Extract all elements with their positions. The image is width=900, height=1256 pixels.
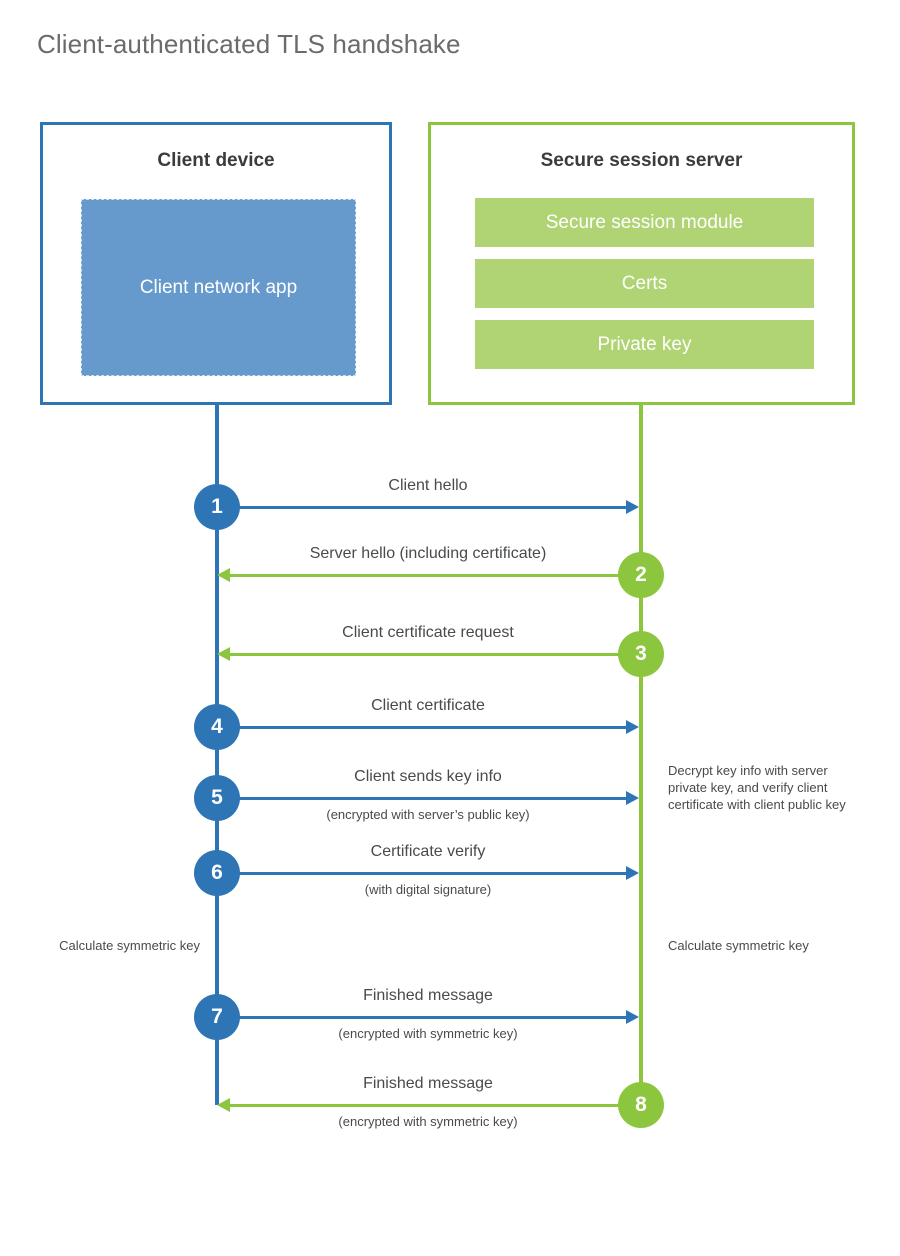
- step-1-arrow-line: [217, 506, 626, 509]
- step-6-badge: 6: [194, 850, 240, 896]
- client-device-box: Client device Client network app: [40, 122, 392, 405]
- step-7-arrow-head: [626, 1010, 639, 1024]
- step-3-label: Client certificate request: [342, 624, 514, 641]
- step-1-arrow-head: [626, 500, 639, 514]
- step-6-label: Certificate verify: [370, 843, 486, 860]
- step-3-badge: 3: [618, 631, 664, 677]
- step-5-arrow-line: [217, 797, 626, 800]
- step-4-label: Client certificate: [371, 697, 485, 714]
- step-8-arrow-line: [230, 1104, 641, 1107]
- step-8-label: Finished message: [363, 1075, 493, 1092]
- step-7-arrow-line: [217, 1016, 626, 1019]
- secure-session-server-title: Secure session server: [540, 150, 743, 171]
- step-5-sublabel: (encrypted with server’s public key): [326, 807, 530, 822]
- step-5-label: Client sends key info: [354, 768, 502, 785]
- client-lifeline: [215, 403, 219, 1105]
- step-1-badge: 1: [194, 484, 240, 530]
- step-5-arrow-head: [626, 791, 639, 805]
- step-6-arrow-line: [217, 872, 626, 875]
- step-4-arrow-line: [217, 726, 626, 729]
- step-6-sublabel: (with digital signature): [364, 882, 492, 897]
- client-network-app-block: Client network app: [81, 199, 356, 376]
- step-2-label: Server hello (including certificate): [309, 545, 547, 562]
- step-3-arrow-line: [230, 653, 641, 656]
- step-7-label: Finished message: [363, 987, 493, 1004]
- step-2-badge: 2: [618, 552, 664, 598]
- server-component-certs: Certs: [475, 259, 814, 308]
- step-2-arrow-line: [230, 574, 641, 577]
- page-title: Client-authenticated TLS handshake: [37, 29, 461, 59]
- server-decrypt-annotation: Decrypt key info with server private key…: [668, 763, 846, 812]
- secure-session-server-box: Secure session server Secure session mod…: [428, 122, 855, 405]
- step-8-sublabel: (encrypted with symmetric key): [338, 1114, 518, 1129]
- step-1-label: Client hello: [388, 477, 468, 494]
- server-component-list: Secure session module Certs Private key: [475, 198, 814, 381]
- client-device-title: Client device: [157, 150, 275, 171]
- server-calculate-symmetric-key-annotation: Calculate symmetric key: [668, 938, 809, 953]
- step-4-badge: 4: [194, 704, 240, 750]
- step-7-badge: 7: [194, 994, 240, 1040]
- step-8-arrow-head: [217, 1098, 230, 1112]
- step-5-badge: 5: [194, 775, 240, 821]
- client-calculate-symmetric-key-annotation: Calculate symmetric key: [59, 938, 200, 953]
- step-4-arrow-head: [626, 720, 639, 734]
- step-6-arrow-head: [626, 866, 639, 880]
- step-7-sublabel: (encrypted with symmetric key): [338, 1026, 518, 1041]
- step-8-badge: 8: [618, 1082, 664, 1128]
- server-component-private-key: Private key: [475, 320, 814, 369]
- step-2-arrow-head: [217, 568, 230, 582]
- step-3-arrow-head: [217, 647, 230, 661]
- server-component-secure-session-module: Secure session module: [475, 198, 814, 247]
- server-lifeline: [639, 403, 643, 1105]
